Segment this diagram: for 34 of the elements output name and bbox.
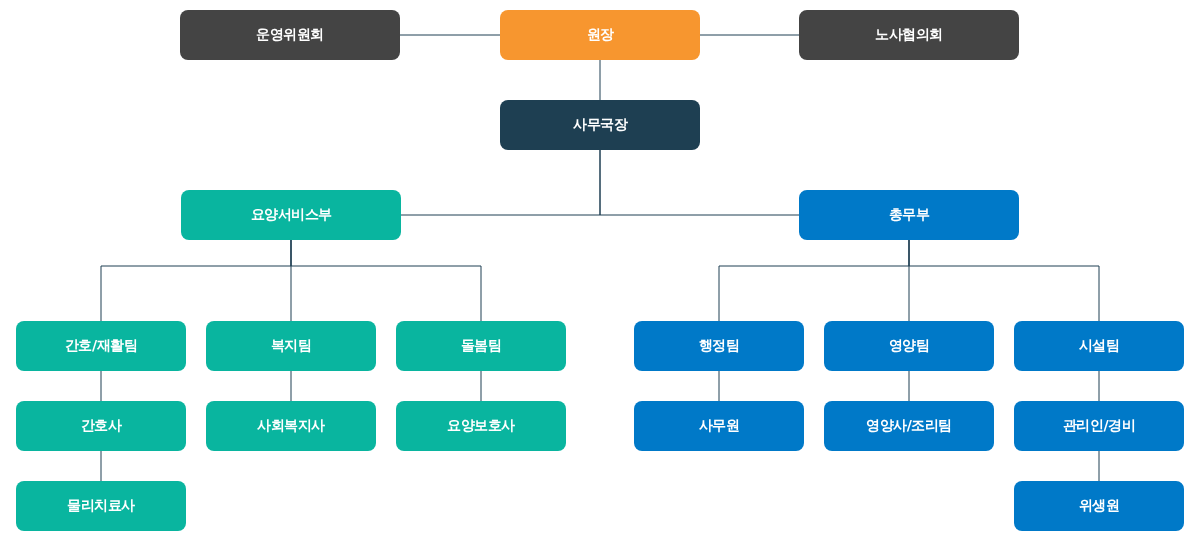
org-box: 영양사/조리팀 bbox=[824, 401, 994, 451]
org-box: 시설팀 bbox=[1014, 321, 1184, 371]
connector-line bbox=[599, 59, 601, 101]
connector-line bbox=[100, 450, 102, 482]
org-box: 원장 bbox=[500, 10, 700, 60]
org-box: 사무원 bbox=[634, 401, 804, 451]
connector-line bbox=[290, 370, 292, 402]
connector-line bbox=[100, 370, 102, 402]
connector-line bbox=[290, 239, 482, 322]
org-box: 관리인/경비 bbox=[1014, 401, 1184, 451]
connector-line bbox=[908, 239, 1100, 322]
org-box: 간호/재활팀 bbox=[16, 321, 186, 371]
org-box: 복지팀 bbox=[206, 321, 376, 371]
org-box: 요양서비스부 bbox=[181, 190, 401, 240]
org-box: 요양보호사 bbox=[396, 401, 566, 451]
connector-line bbox=[480, 370, 482, 402]
org-box: 영양팀 bbox=[824, 321, 994, 371]
org-box: 간호사 bbox=[16, 401, 186, 451]
connector-line bbox=[1098, 370, 1100, 402]
connector-line bbox=[599, 149, 800, 216]
connector-line bbox=[399, 34, 501, 36]
org-box: 총무부 bbox=[799, 190, 1019, 240]
connector-line bbox=[1098, 450, 1100, 482]
connector-line bbox=[908, 370, 910, 402]
org-box: 운영위원회 bbox=[180, 10, 400, 60]
org-box: 행정팀 bbox=[634, 321, 804, 371]
org-box: 사회복지사 bbox=[206, 401, 376, 451]
connector-line bbox=[718, 370, 720, 402]
org-box: 물리치료사 bbox=[16, 481, 186, 531]
org-box: 돌봄팀 bbox=[396, 321, 566, 371]
org-box: 위생원 bbox=[1014, 481, 1184, 531]
connector-line bbox=[699, 34, 800, 36]
org-box: 사무국장 bbox=[500, 100, 700, 150]
org-box: 노사협의회 bbox=[799, 10, 1019, 60]
